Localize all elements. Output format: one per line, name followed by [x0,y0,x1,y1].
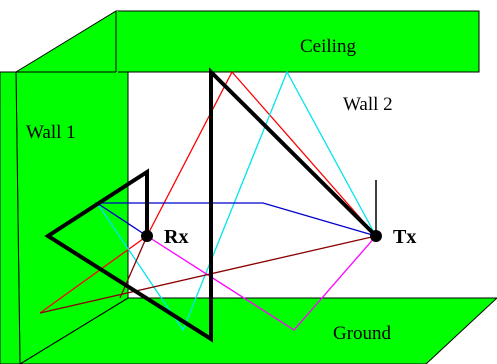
wall2-label: Wall 2 [343,94,393,115]
red-ceiling-ray [146,70,377,237]
magenta-ground-ray [146,235,377,331]
edge-wall1-bottom [19,297,129,364]
ground-label: Ground [333,323,392,344]
cyan-ceiling-ray [96,70,377,332]
red-lower-ray [39,235,148,314]
darkred-ray-2 [119,235,148,299]
wall1-label: Wall 1 [26,122,76,143]
thick-multi-bounce-ray [44,67,378,343]
ceiling-surface [14,10,480,73]
rx-node [141,230,153,242]
darkred-ray [39,235,377,314]
rx-label: Rx [164,226,188,248]
tx-label: Tx [393,226,416,248]
ceiling-label: Ceiling [300,36,356,57]
room-interior [116,11,118,298]
wall1-depth-face [0,71,21,364]
blue-wall1-ray [94,202,377,237]
tx-node [370,230,382,242]
